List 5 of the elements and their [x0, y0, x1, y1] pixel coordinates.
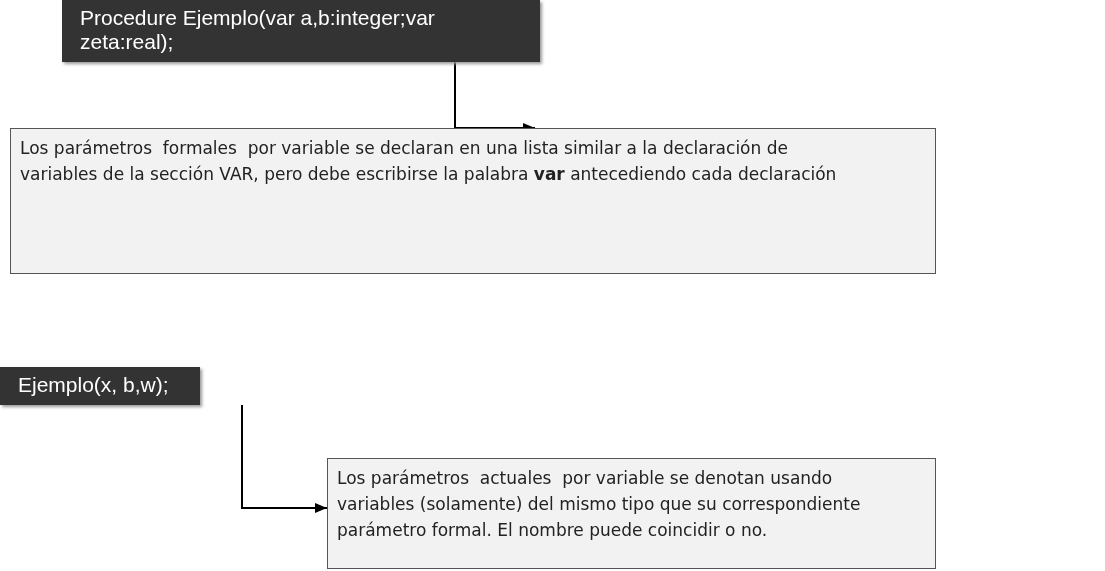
connector-arrow — [241, 404, 328, 513]
code-box: Procedure Ejemplo(var a,b:integer;var zeta:real); — [62, 0, 540, 62]
note-box: Los parámetros actuales por variable se denotan usando variables (solamente) del mismo tipo que su correspondiente parámetro formal. El nombre puede coincidir o no. — [327, 458, 936, 569]
code-box: Ejemplo(x, b,w); — [0, 367, 200, 405]
note-box: Los parámetros formales por variable se declaran en una lista similar a la declaración de variables de la sección VAR, pero debe escribirse la palabra var antecediendo cada declaración — [10, 128, 936, 274]
